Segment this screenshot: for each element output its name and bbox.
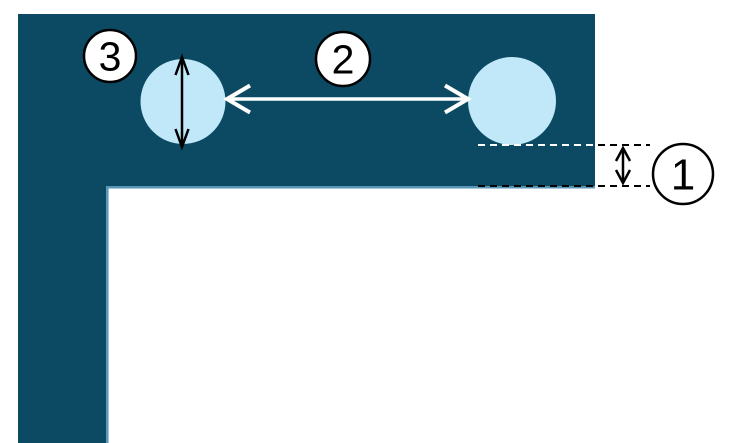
callout-badge-1: 1 [651, 142, 715, 206]
callout-badge-1-circle [651, 142, 715, 206]
callout-badge-2-label: 2 [332, 36, 355, 82]
hole-spacing-double-arrow-icon [223, 83, 472, 115]
panel-inner-edge-highlight [106, 186, 595, 443]
callout-badge-3-circle [82, 28, 138, 84]
callout-badge-1-label: 1 [671, 150, 695, 199]
diameter-arrowhead-up [174, 53, 190, 76]
spacing-arrowhead-left [223, 83, 252, 115]
callout-badge-3: 3 [82, 28, 138, 84]
callout-badge-2: 2 [314, 30, 372, 88]
hole-diameter-double-arrow-icon [174, 53, 190, 151]
edge-distance-double-arrow-icon [614, 145, 632, 186]
hole-right [468, 57, 556, 145]
spacing-arrowhead-right [443, 83, 472, 115]
callout-badge-3-label: 3 [99, 33, 122, 79]
callout-badge-2-circle [314, 30, 372, 88]
edge-distance-arrowhead-down [614, 169, 632, 186]
edge-distance-arrowhead-up [614, 145, 632, 162]
diameter-arrowhead-down [174, 128, 190, 151]
